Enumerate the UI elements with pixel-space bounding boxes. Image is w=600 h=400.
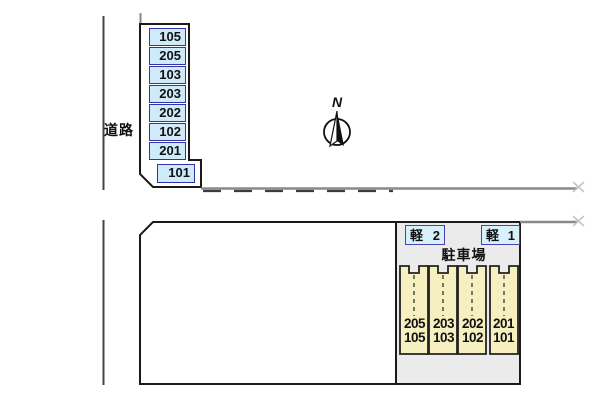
stall-label: 201 101 bbox=[489, 317, 518, 345]
stall-lower-number: 105 bbox=[403, 330, 426, 345]
boundary-end-tick-upper bbox=[572, 181, 585, 193]
stall-label: 202 102 bbox=[458, 317, 487, 345]
stall-lower-number: 103 bbox=[432, 330, 455, 345]
parcel-outline bbox=[139, 221, 521, 385]
room-box: 203 bbox=[149, 85, 186, 103]
stall-label: 205 105 bbox=[400, 317, 429, 345]
stall-upper-number: 205 bbox=[403, 316, 426, 331]
stall-upper-number: 201 bbox=[492, 316, 515, 331]
road-label: 道路 bbox=[104, 122, 134, 138]
stall-upper-number: 203 bbox=[432, 316, 455, 331]
kei-label: 軽 bbox=[486, 227, 500, 243]
kei-label: 軽 bbox=[410, 227, 424, 243]
kei-number: 2 bbox=[432, 227, 440, 243]
stall-lower-number: 102 bbox=[461, 330, 484, 345]
room-box: 102 bbox=[149, 123, 186, 141]
stall-upper-number: 202 bbox=[461, 316, 484, 331]
compass-north-label: N bbox=[331, 94, 343, 110]
kei-spot-box-1: 軽 1 bbox=[481, 225, 520, 245]
compass-icon bbox=[323, 110, 351, 148]
room-box-offset: 101 bbox=[157, 164, 195, 183]
stall-label: 203 103 bbox=[429, 317, 458, 345]
stall-lower-number: 101 bbox=[492, 330, 515, 345]
room-box: 103 bbox=[149, 66, 186, 84]
room-box: 201 bbox=[149, 142, 186, 160]
room-box: 105 bbox=[149, 28, 186, 46]
kei-spot-box-2: 軽 2 bbox=[405, 225, 445, 245]
room-box: 202 bbox=[149, 104, 186, 122]
kei-number: 1 bbox=[507, 227, 515, 243]
boundary-end-tick-lower bbox=[572, 215, 585, 227]
room-box: 205 bbox=[149, 47, 186, 65]
parking-lot-title: 駐車場 bbox=[441, 247, 487, 263]
